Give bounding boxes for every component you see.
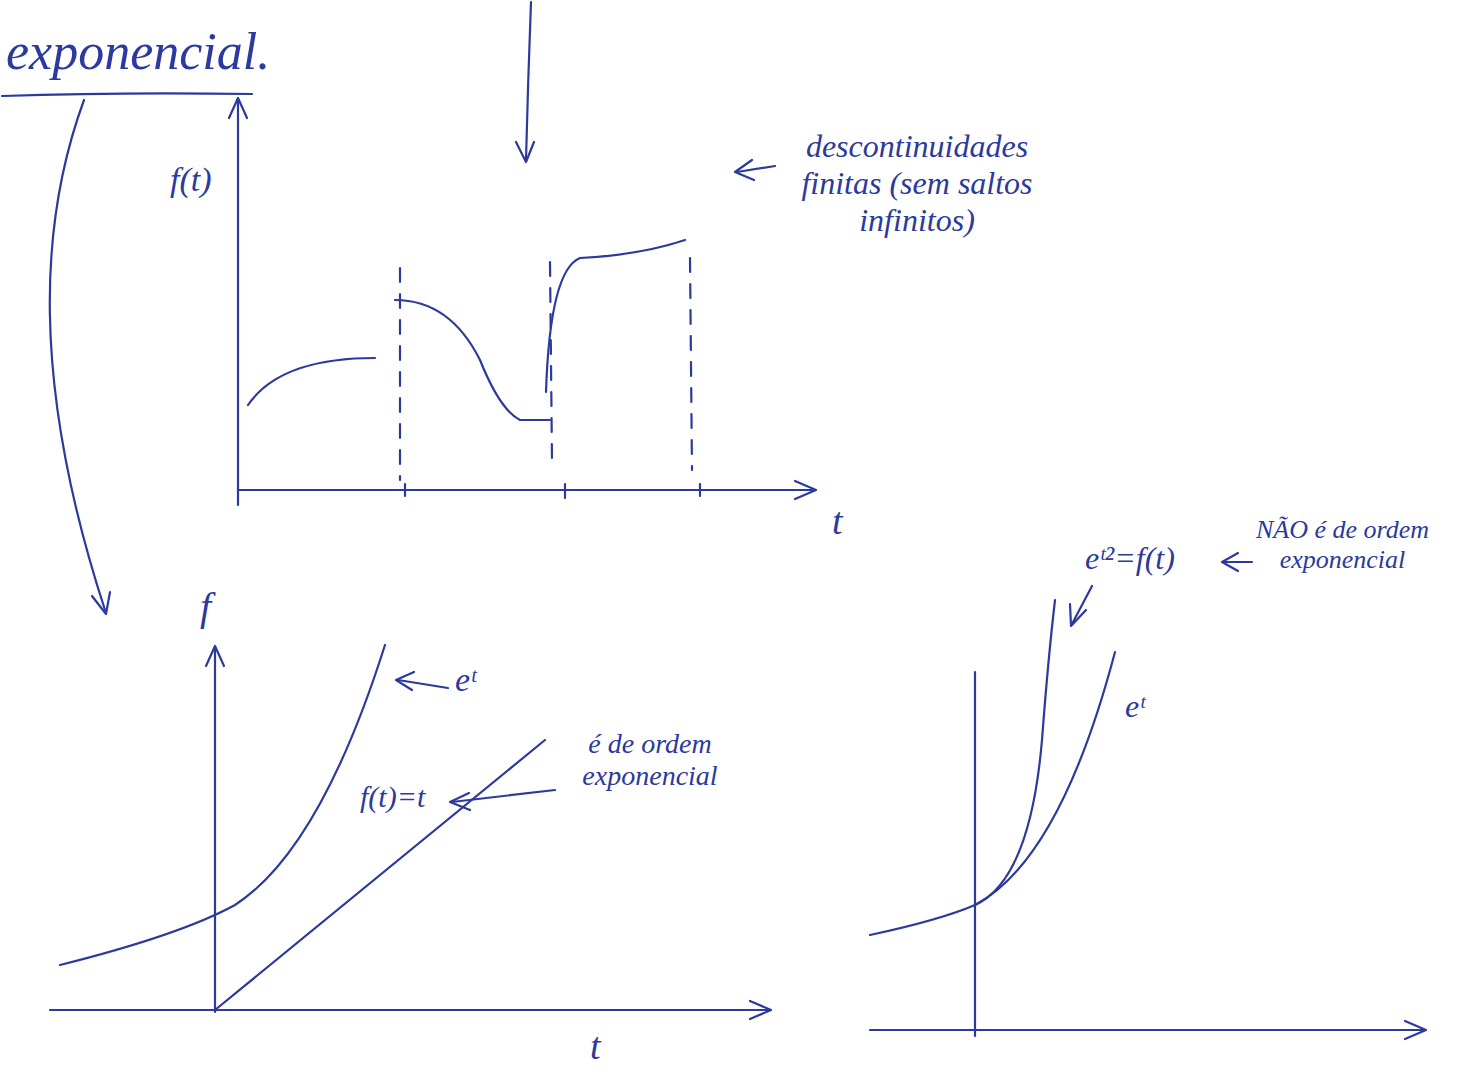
- function-curve: [248, 358, 375, 405]
- arrow-head: [735, 160, 754, 180]
- handwritten-label: eᵗ: [1125, 688, 1145, 725]
- handwritten-label: eᵗ²=f(t): [1085, 540, 1175, 577]
- pointer-arrow: [526, 2, 531, 160]
- pointer-arrow: [1224, 561, 1252, 563]
- y-axis: [214, 648, 216, 1012]
- handwritten-label: f: [200, 584, 211, 630]
- pointer-arrow: [1072, 586, 1092, 624]
- y-axis: [974, 672, 976, 1036]
- y-axis: [237, 100, 239, 505]
- function-curve: [546, 240, 685, 392]
- arrow-head: [1070, 604, 1086, 626]
- exp-curve: [60, 645, 385, 965]
- handwritten-label: t: [832, 500, 843, 544]
- arrow-head: [516, 142, 534, 162]
- x-axis: [870, 1029, 1425, 1031]
- arrow-head: [450, 793, 470, 810]
- handwritten-label: é de ordem exponencial: [560, 728, 740, 792]
- function-curve: [395, 300, 550, 420]
- exp-square-curve: [975, 600, 1055, 905]
- x-axis: [238, 489, 815, 491]
- axis-tick: [405, 484, 700, 498]
- linear-curve: [215, 740, 545, 1010]
- arrow-head: [206, 646, 224, 666]
- arrow-head: [1405, 1021, 1426, 1039]
- handwritten-label: descontinuidades finitas (sem saltos inf…: [782, 128, 1052, 238]
- handwritten-label: exponencial.: [6, 22, 270, 82]
- handwritten-label: f(t)=t: [360, 780, 425, 815]
- handwritten-label: eᵗ: [455, 660, 476, 699]
- arrow-head: [1222, 553, 1238, 571]
- arrow-head: [229, 98, 247, 118]
- arrow-head: [92, 592, 110, 614]
- pointer-arrow: [452, 790, 555, 802]
- x-axis: [50, 1009, 770, 1011]
- handwritten-label: t: [590, 1025, 601, 1069]
- arrow-head: [795, 481, 816, 499]
- pointer-arrow: [50, 100, 105, 610]
- arrow-head: [396, 672, 414, 690]
- arrow-head: [750, 1001, 771, 1019]
- handwritten-label: NÃO é de ordem exponencial: [1255, 515, 1430, 575]
- handwritten-label: f(t): [170, 160, 212, 199]
- underline: [2, 93, 252, 96]
